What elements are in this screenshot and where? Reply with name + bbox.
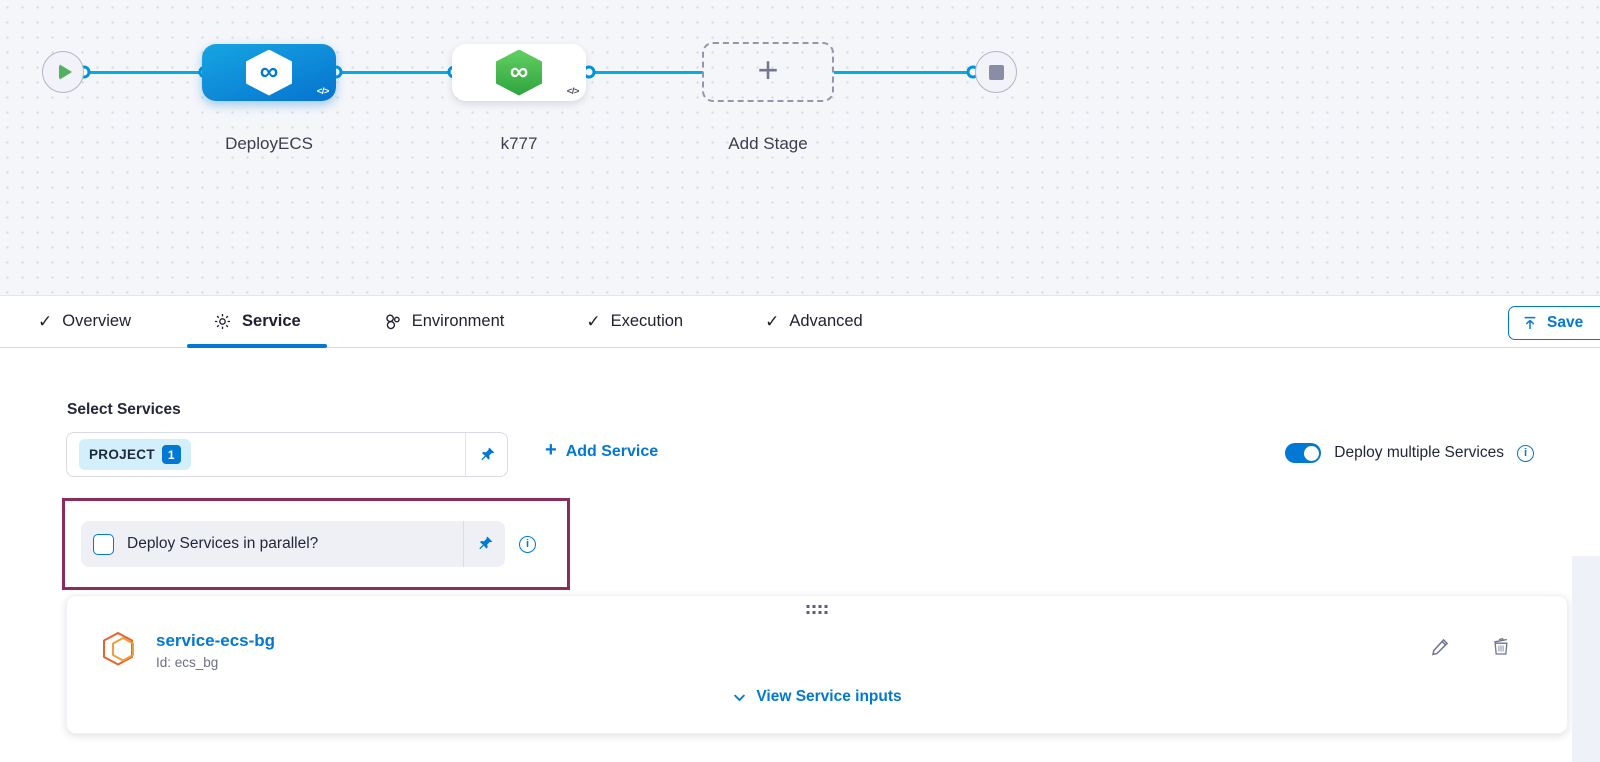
save-button-label: Save: [1547, 314, 1584, 331]
tab-advanced-label: Advanced: [789, 312, 863, 330]
toggle-knob: [1303, 445, 1319, 461]
stage-label-k777: k777: [500, 134, 538, 153]
code-icon: </>: [566, 86, 580, 97]
tab-execution[interactable]: ✓ Execution: [586, 296, 683, 347]
view-service-inputs-link[interactable]: View Service inputs: [67, 688, 1567, 706]
code-icon: </>: [316, 86, 330, 97]
annotation-highlight-box: Deploy Services in parallel? i: [62, 498, 570, 590]
chip-label: PROJECT: [89, 447, 155, 462]
stage-node-deployecs[interactable]: ∞ </>: [202, 44, 336, 101]
pipeline-edge: [834, 71, 973, 74]
edit-service-button[interactable]: [1430, 636, 1451, 657]
service-id-text: Id: ecs_bg: [156, 654, 219, 670]
pipeline-edge: [84, 71, 206, 74]
tab-service-label: Service: [242, 312, 301, 330]
add-service-button[interactable]: + Add Service: [545, 439, 659, 462]
play-icon: [58, 64, 72, 80]
service-card-row: service-ecs-bg Id: ecs_bg: [99, 629, 275, 671]
service-hexagon-icon: [99, 629, 139, 671]
pin-button[interactable]: [463, 521, 505, 567]
check-icon: ✓: [765, 311, 780, 331]
view-inputs-label: View Service inputs: [756, 688, 902, 705]
service-card-actions: [1430, 636, 1511, 657]
stage-tabbar: ✓ Overview Service Environment ✓ Executi…: [0, 295, 1600, 348]
service-card: service-ecs-bg Id: ecs_bg: [66, 595, 1568, 734]
deploy-parallel-checkbox[interactable]: [93, 533, 114, 555]
pin-button[interactable]: [465, 433, 507, 476]
info-icon[interactable]: i: [519, 535, 536, 553]
stage-label-deployecs: DeployECS: [225, 134, 313, 153]
tab-execution-label: Execution: [610, 312, 684, 330]
harness-stage-icon: ∞: [246, 49, 292, 96]
tab-environment[interactable]: Environment: [383, 296, 505, 347]
info-icon[interactable]: i: [1517, 444, 1534, 462]
deploy-parallel-label: Deploy Services in parallel?: [127, 535, 319, 552]
deploy-multiple-label: Deploy multiple Services: [1334, 444, 1504, 461]
tab-environment-label: Environment: [411, 312, 505, 330]
chevron-down-icon: [732, 690, 747, 705]
save-button[interactable]: Save: [1508, 306, 1600, 340]
pipeline-start-node: [42, 51, 84, 93]
deploy-multiple-toggle-row: Deploy multiple Services i: [1285, 443, 1534, 463]
right-gutter: [1572, 556, 1600, 762]
tab-overview[interactable]: ✓ Overview: [38, 296, 131, 347]
add-stage-label: Add Stage: [728, 134, 808, 153]
check-icon: ✓: [38, 311, 53, 331]
tab-advanced[interactable]: ✓ Advanced: [765, 296, 863, 347]
pipeline-edge: [589, 71, 703, 74]
infinity-icon: ∞: [259, 56, 279, 86]
stop-icon: [988, 64, 1004, 80]
deploy-parallel-field: Deploy Services in parallel?: [81, 521, 505, 567]
deploy-multiple-toggle[interactable]: [1285, 443, 1322, 463]
environment-icon: [383, 312, 402, 331]
stage-node-k777[interactable]: ∞ </>: [452, 44, 586, 101]
chip-count-badge: 1: [161, 445, 181, 464]
add-stage-button[interactable]: +: [702, 42, 834, 102]
pipeline-canvas[interactable]: ∞ </> ∞ </> + DeployECS k777 Add Stage: [0, 0, 1600, 295]
plus-icon: +: [545, 439, 557, 461]
tab-service[interactable]: Service: [187, 296, 327, 348]
selected-service-chip[interactable]: PROJECT 1: [79, 439, 191, 470]
service-tab-panel: Select Services PROJECT 1 + Add Service …: [0, 348, 1600, 761]
infinity-icon: ∞: [509, 56, 529, 86]
check-icon: ✓: [586, 311, 601, 331]
harness-stage-icon: ∞: [496, 49, 542, 96]
upload-icon: [1522, 315, 1538, 331]
plus-icon: +: [757, 49, 779, 90]
pipeline-edge: [336, 71, 454, 74]
select-services-label: Select Services: [67, 401, 181, 418]
add-service-label: Add Service: [565, 442, 659, 460]
drag-handle-icon[interactable]: [806, 605, 828, 614]
service-select-input[interactable]: PROJECT 1: [66, 432, 508, 477]
tab-overview-label: Overview: [62, 312, 132, 330]
gear-icon: [213, 312, 232, 331]
pipeline-end-node: [975, 51, 1017, 93]
delete-service-button[interactable]: [1491, 636, 1511, 657]
service-name-link[interactable]: service-ecs-bg: [156, 630, 276, 650]
